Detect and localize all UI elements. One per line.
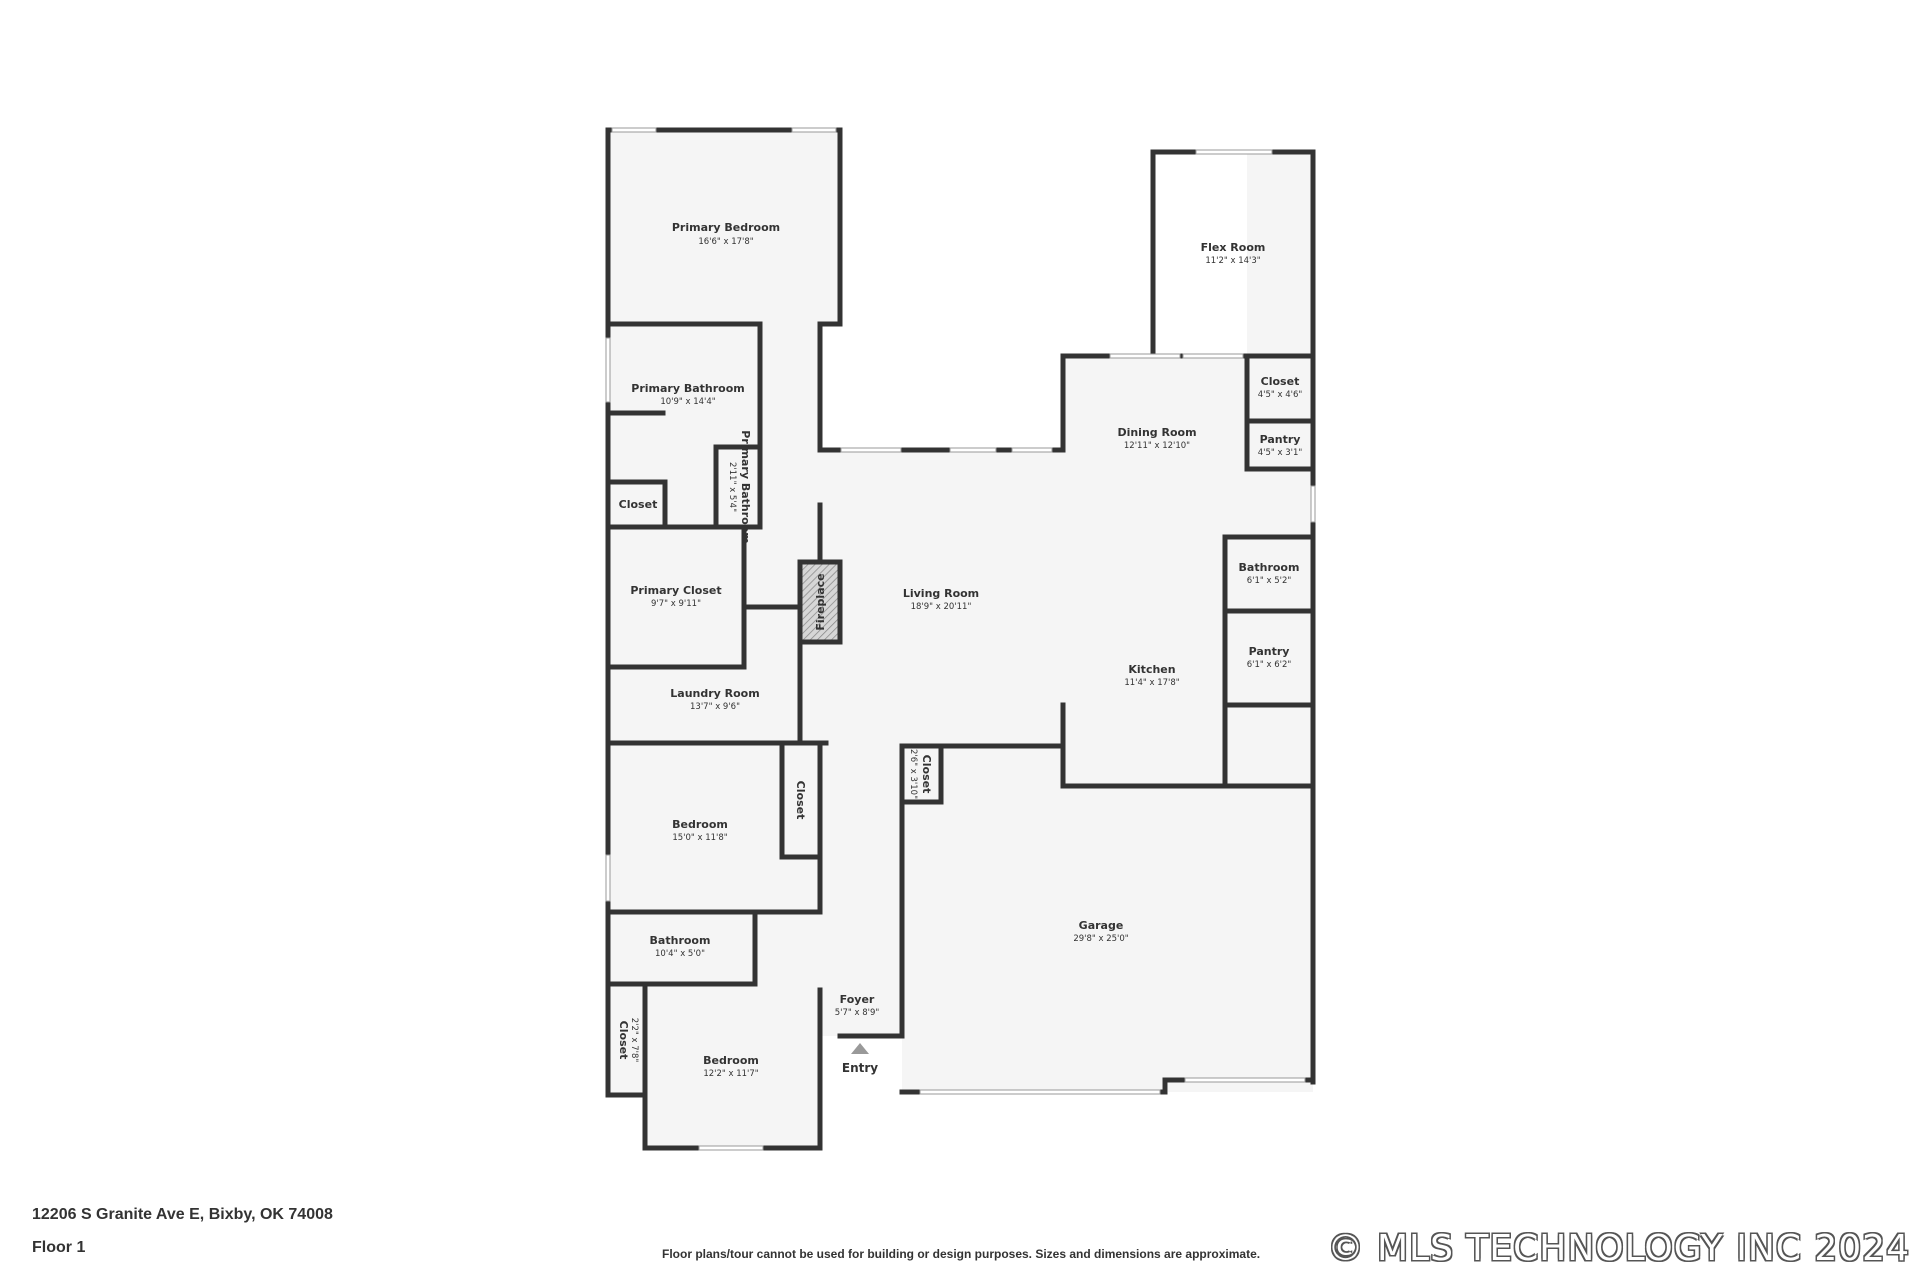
- property-address: 12206 S Granite Ave E, Bixby, OK 74008: [32, 1206, 333, 1223]
- room-fireplace-name: Fireplace: [814, 573, 827, 630]
- room-laundry-room-dim: 13'7" x 9'6": [690, 702, 740, 712]
- windows: [605, 127, 1316, 1151]
- room-flex-room-name: Flex Room: [1201, 241, 1266, 254]
- walls: [605, 127, 1316, 1151]
- room-closet-bed1-name: Closet: [794, 781, 807, 820]
- room-foyer-dim: 5'7" x 8'9": [835, 1008, 880, 1018]
- room-closet-dining-name: Closet: [1261, 375, 1300, 388]
- room-living-room-dim: 18'9" x 20'11": [911, 602, 972, 612]
- room-bathroom-kitchen-name: Bathroom: [1239, 561, 1300, 574]
- room-primary-bathroom2-dim: 2'11" x 5'4": [727, 462, 737, 512]
- room-primary-bathroom-name: Primary Bathroom: [631, 382, 744, 395]
- floor-label: Floor 1: [32, 1239, 86, 1256]
- room-laundry-room-name: Laundry Room: [670, 687, 759, 700]
- room-primary-bathroom-dim: 10'9" x 14'4": [660, 397, 715, 407]
- room-primary-bedroom-dim: 16'6" x 17'8": [698, 237, 753, 247]
- room-garage-dim: 29'8" x 25'0": [1073, 934, 1128, 944]
- room-bedroom-2-dim: 12'2" x 11'7": [703, 1069, 758, 1079]
- floor-fill: [608, 130, 1313, 1148]
- disclaimer-text: Floor plans/tour cannot be used for buil…: [662, 1247, 1261, 1261]
- room-flex-room-dim: 11'2" x 14'3": [1205, 256, 1260, 266]
- room-foyer-name: Foyer: [840, 993, 875, 1006]
- room-closet-bed2-name: Closet: [617, 1021, 630, 1060]
- room-kitchen-dim: 11'4" x 17'8": [1124, 678, 1179, 688]
- room-living-room-name: Living Room: [903, 587, 979, 600]
- room-primary-closet-dim: 9'7" x 9'11": [651, 599, 701, 609]
- room-bedroom-2-name: Bedroom: [703, 1054, 759, 1067]
- room-pantry-kitchen-dim: 6'1" x 6'2": [1247, 660, 1292, 670]
- room-bedroom-1-dim: 15'0" x 11'8": [672, 833, 727, 843]
- room-dining-room-name: Dining Room: [1117, 426, 1196, 439]
- room-garage-name: Garage: [1079, 919, 1124, 932]
- room-bathroom-hall-dim: 10'4" x 5'0": [655, 949, 705, 959]
- room-closet-hall-name: Closet: [920, 755, 933, 794]
- room-bedroom-1-name: Bedroom: [672, 818, 728, 831]
- room-closet-pb-name: Closet: [619, 498, 658, 511]
- room-primary-bedroom-name: Primary Bedroom: [672, 221, 780, 234]
- room-closet-bed2-dim: 2'2" x 7'8": [629, 1018, 639, 1063]
- room-closet-dining-dim: 4'5" x 4'6": [1258, 390, 1303, 400]
- fireplace-hatch: [802, 564, 838, 640]
- room-labels: Primary Bedroom 16'6" x 17'8" Flex Room …: [617, 221, 1302, 1079]
- entry-arrow-icon: [851, 1043, 869, 1054]
- copyright-watermark: © MLS TECHNOLOGY INC 2024: [1327, 1228, 1910, 1269]
- room-pantry-small-name: Pantry: [1260, 433, 1301, 446]
- room-pantry-kitchen-name: Pantry: [1249, 645, 1290, 658]
- room-dining-room-dim: 12'11" x 12'10": [1124, 441, 1190, 451]
- room-closet-hall-dim: 2'6" x 3'10": [908, 749, 918, 799]
- room-bathroom-hall-name: Bathroom: [650, 934, 711, 947]
- room-kitchen-name: Kitchen: [1128, 663, 1175, 676]
- room-bathroom-kitchen-dim: 6'1" x 5'2": [1247, 576, 1292, 586]
- room-pantry-small-dim: 4'5" x 3'1": [1258, 448, 1303, 458]
- room-primary-bathroom2-name: Primary Bathroom: [739, 430, 752, 543]
- room-primary-closet-name: Primary Closet: [630, 584, 721, 597]
- entry-label: Entry: [842, 1061, 878, 1075]
